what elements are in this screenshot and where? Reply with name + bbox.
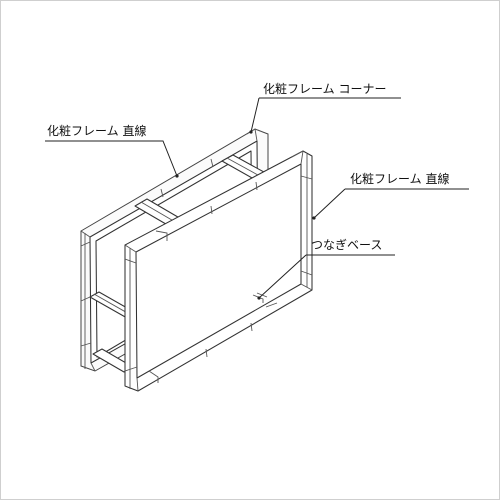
label-frame-straight-left: 化粧フレーム 直線 (47, 123, 146, 138)
label-frame-straight-right: 化粧フレーム 直線 (350, 171, 449, 186)
label-frame-corner: 化粧フレーム コーナー (263, 82, 386, 96)
leader-straight-right (313, 188, 469, 219)
label-connecting-base: つなぎベース (311, 238, 382, 252)
leader-base (258, 254, 395, 299)
leader-straight-left (45, 140, 178, 177)
leader-corner (250, 97, 401, 133)
leader-lines (45, 97, 469, 300)
front-frame (124, 150, 313, 392)
